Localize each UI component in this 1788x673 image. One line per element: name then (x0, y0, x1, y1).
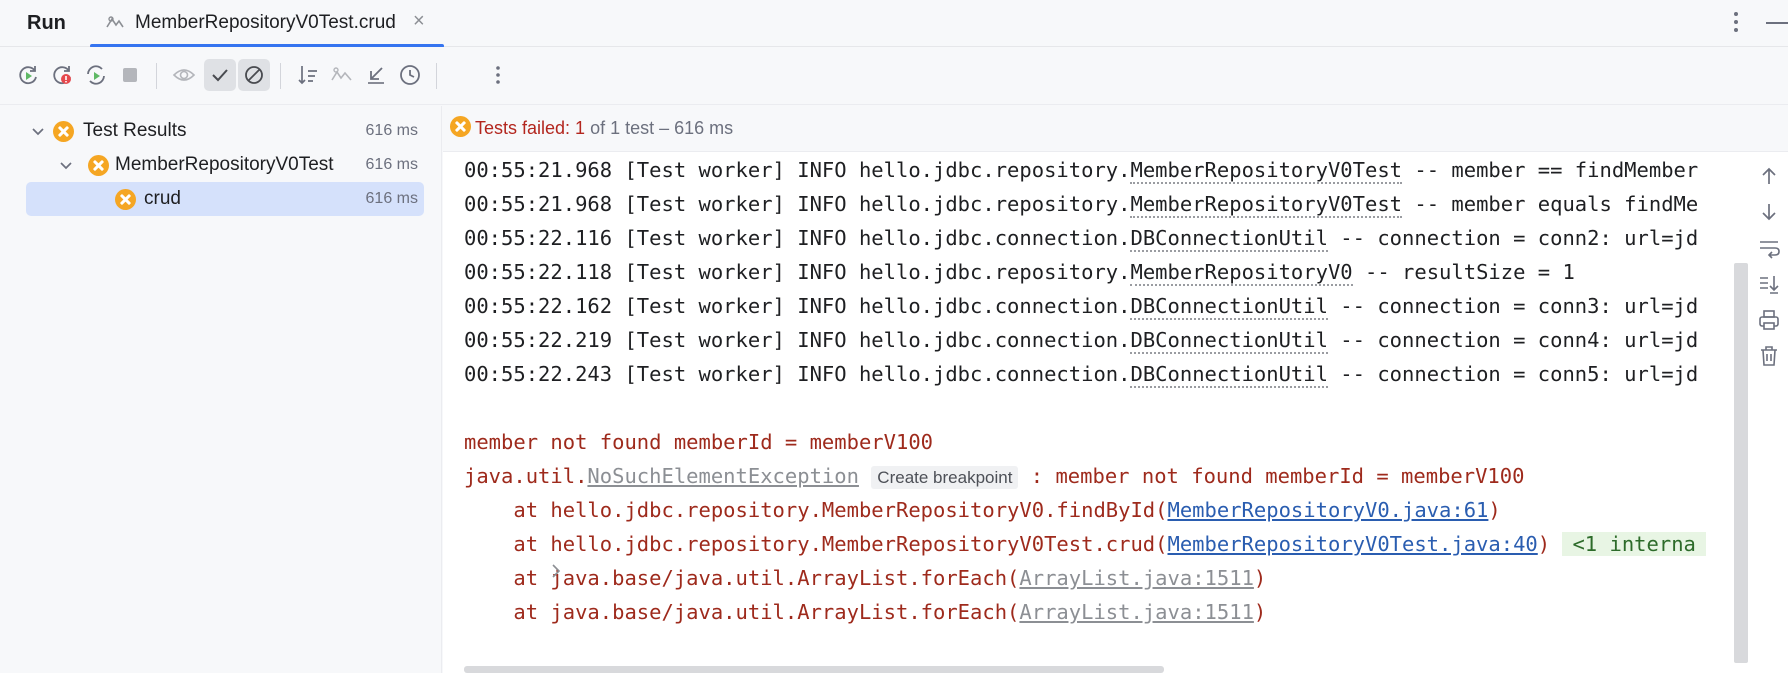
stack-frame: at java.base/java.util.ArrayList.forEach… (464, 566, 1267, 590)
test-failed-icon (115, 189, 136, 210)
show-passed-check-icon[interactable] (204, 59, 236, 91)
tab-run-config[interactable]: MemberRepositoryV0Test.crud × (90, 0, 444, 48)
tree-item-time: 616 ms (365, 156, 418, 173)
rerun-failed-icon[interactable] (46, 59, 78, 91)
status-failed-count: Tests failed: 1 (475, 118, 586, 138)
tree-item-time: 616 ms (365, 122, 418, 139)
tab-label: MemberRepositoryV0Test.crud (135, 12, 396, 33)
show-passed-eye-icon[interactable] (168, 59, 200, 91)
internal-frames-fold[interactable]: <1 interna (1562, 532, 1706, 556)
console-side-actions (1748, 153, 1788, 673)
stack-frame: at hello.jdbc.repository.MemberRepositor… (464, 498, 1501, 522)
tree-item-test-results[interactable]: Test Results 616 ms (26, 114, 424, 148)
trash-icon[interactable] (1756, 343, 1782, 369)
source-link[interactable]: MemberRepositoryV0.java:61 (1167, 498, 1489, 522)
scroll-to-end-icon[interactable] (1756, 271, 1782, 297)
console-panel: Tests failed: 1 of 1 test – 616 ms 00:55… (443, 106, 1788, 673)
up-arrow-icon[interactable] (1756, 163, 1782, 189)
chevron-right-icon[interactable] (450, 537, 560, 578)
minimize-icon[interactable] (1766, 22, 1788, 24)
test-config-icon (104, 12, 126, 34)
down-arrow-icon[interactable] (1756, 199, 1782, 225)
test-failed-icon (450, 116, 471, 137)
exception-class-link[interactable]: NoSuchElementException (587, 464, 859, 488)
tree-item-label: crud (144, 188, 181, 209)
vertical-scrollbar[interactable] (1734, 263, 1748, 663)
log-line: 00:55:22.219 [Test worker] INFO hello.jd… (464, 328, 1699, 354)
export-tests-icon[interactable] (360, 59, 392, 91)
status-summary: of 1 test – 616 ms (585, 118, 734, 138)
chevron-down-icon[interactable] (30, 123, 46, 139)
horizontal-scrollbar[interactable] (464, 666, 1164, 673)
class-reference[interactable]: MemberRepositoryV0Test (1130, 158, 1403, 184)
tree-item-label: Test Results (83, 120, 187, 141)
class-reference[interactable]: MemberRepositoryV0Test (1130, 192, 1403, 218)
tree-item-crud[interactable]: crud 616 ms (26, 182, 424, 216)
error-message: member not found memberId = memberV100 (464, 430, 933, 454)
log-line: 00:55:22.118 [Test worker] INFO hello.jd… (464, 260, 1575, 286)
stop-icon[interactable] (114, 59, 146, 91)
test-status-bar: Tests failed: 1 of 1 test – 616 ms (443, 106, 1788, 152)
class-reference[interactable]: DBConnectionUtil (1130, 294, 1328, 320)
source-link[interactable]: ArrayList.java:1511 (1019, 600, 1254, 624)
class-reference[interactable]: DBConnectionUtil (1130, 328, 1328, 354)
active-tab-indicator (90, 44, 444, 48)
soft-wrap-icon[interactable] (1756, 235, 1782, 261)
test-failed-icon (53, 121, 74, 142)
class-reference[interactable]: MemberRepositoryV0 (1130, 260, 1353, 286)
status-text: Tests failed: 1 of 1 test – 616 ms (475, 118, 733, 139)
panel-title: Run (27, 12, 66, 34)
tab-bar: Run MemberRepositoryV0Test.crud × (0, 0, 1788, 48)
log-line: 00:55:22.243 [Test worker] INFO hello.jd… (464, 362, 1699, 388)
toolbar-separator (436, 63, 437, 89)
history-clock-icon[interactable] (394, 59, 426, 91)
sort-icon[interactable] (292, 59, 324, 91)
test-results-tree: Test Results 616 ms MemberRepositoryV0Te… (0, 106, 442, 673)
source-link[interactable]: ArrayList.java:1511 (1019, 566, 1254, 590)
run-toolbar (0, 47, 1788, 105)
print-icon[interactable] (1756, 307, 1782, 333)
stack-frame: at java.base/java.util.ArrayList.forEach… (464, 600, 1267, 624)
toolbar-separator (280, 63, 281, 89)
show-ignored-icon[interactable] (238, 59, 270, 91)
tree-item-test-class[interactable]: MemberRepositoryV0Test 616 ms (26, 148, 424, 182)
exception-line: java.util.NoSuchElementException Create … (464, 464, 1525, 489)
chevron-down-icon[interactable] (58, 157, 74, 173)
more-vertical-icon[interactable] (1727, 9, 1745, 35)
more-icon[interactable] (482, 59, 514, 91)
stack-frame: at hello.jdbc.repository.MemberRepositor… (464, 527, 1706, 561)
create-breakpoint-hint[interactable]: Create breakpoint (871, 466, 1019, 489)
class-reference[interactable]: DBConnectionUtil (1130, 362, 1328, 388)
test-failed-icon (88, 155, 109, 176)
source-link[interactable]: MemberRepositoryV0Test.java:40 (1167, 532, 1538, 556)
log-line: 00:55:21.968 [Test worker] INFO hello.jd… (464, 192, 1699, 218)
close-icon[interactable]: × (413, 10, 425, 32)
log-line: 00:55:21.968 [Test worker] INFO hello.jd… (464, 158, 1699, 184)
tree-item-label: MemberRepositoryV0Test (115, 154, 334, 175)
console-output[interactable]: 00:55:21.968 [Test worker] INFO hello.jd… (443, 153, 1748, 673)
class-reference[interactable]: DBConnectionUtil (1130, 226, 1328, 252)
rerun-icon[interactable] (12, 59, 44, 91)
log-line: 00:55:22.116 [Test worker] INFO hello.jd… (464, 226, 1699, 252)
toolbar-separator (156, 63, 157, 89)
import-tests-icon[interactable] (326, 59, 358, 91)
log-line: 00:55:22.162 [Test worker] INFO hello.jd… (464, 294, 1699, 320)
tree-item-time: 616 ms (365, 190, 418, 207)
toggle-auto-test-icon[interactable] (80, 59, 112, 91)
